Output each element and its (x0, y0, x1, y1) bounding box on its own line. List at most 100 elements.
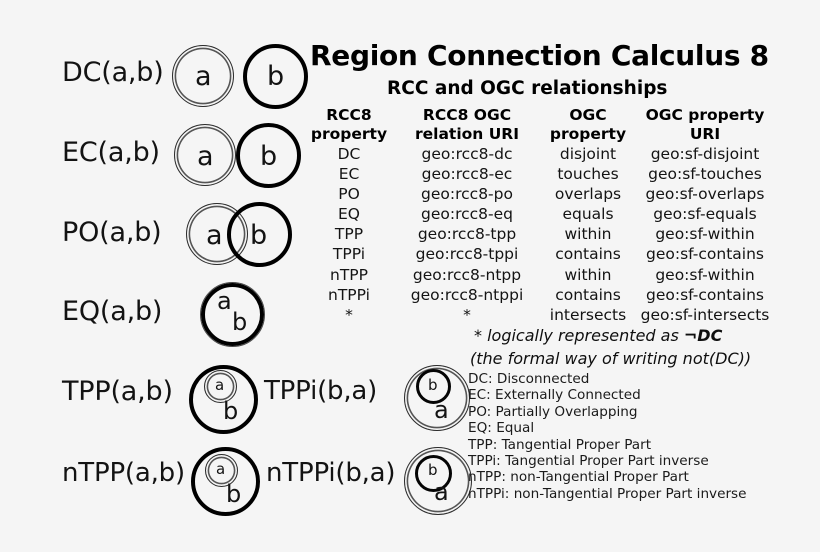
page-subtitle: RCC and OGC relationships (387, 78, 668, 99)
legend-item: EC: Externally Connected (468, 387, 641, 404)
cell-ogc-property-uri: geo:sf-equals (653, 205, 757, 224)
cell-ogc-property: disjoint (559, 145, 617, 163)
legend-item: EQ: Equal (468, 420, 535, 437)
relation-label-ntpp: nTPP(a,b) (62, 458, 185, 488)
relation-label-tppi: TPPi(b,a) (264, 376, 378, 406)
column-header-line-1: RCC8 OGC (422, 106, 512, 124)
region-a-glyph-dc: a (195, 61, 212, 92)
rcc-ogc-mapping-table: RCC8 property RCC8 OGC relation URI OGC … (300, 106, 770, 325)
cell-ogc-property: contains (555, 285, 621, 304)
table-row: PO geo:rcc8-po overlaps geo:sf-overlaps (300, 184, 770, 204)
region-b-glyph-dc: b (267, 61, 285, 92)
footnote-prefix: * logically represented as (474, 326, 684, 345)
cell-ogc-property-uri: geo:sf-intersects (640, 305, 770, 324)
region-b-circle-tpp (189, 365, 258, 434)
table-row: DC geo:rcc8-dc disjoint geo:sf-disjoint (300, 144, 770, 164)
legend-item: PO: Partially Overlapping (468, 403, 638, 420)
table-row: * * intersects geo:sf-intersects (300, 305, 770, 325)
column-header-line-1: RCC8 (326, 106, 372, 124)
relation-label-ec: EC(a,b) (62, 137, 160, 168)
relation-label-po: PO(a,b) (62, 217, 162, 248)
cell-rcc8-ogc-relation-uri: geo:rcc8-ntpp (412, 265, 522, 284)
region-a-glyph-eq: a (217, 287, 232, 315)
cell-ogc-property-uri: geo:sf-within (655, 265, 755, 284)
column-header-ogc-property-uri: OGC property URI (640, 106, 770, 144)
region-a-glyph-tppi: a (434, 396, 449, 424)
cell-rcc8-property: TPP (334, 225, 364, 244)
abbreviation-legend: DC: Disconnected EC: Externally Connecte… (468, 371, 768, 502)
legend-item: DC: Disconnected (468, 371, 590, 387)
legend-item: TPP: Tangential Proper Part (468, 436, 652, 453)
legend-item: nTPPi: non-Tangential Proper Part invers… (468, 485, 747, 502)
cell-rcc8-property: nTPPi (328, 285, 370, 304)
column-header-line-2: relation URI (414, 125, 520, 143)
cell-rcc8-ogc-relation-uri: geo:rcc8-ec (421, 165, 513, 184)
legend-item: nTPP: non-Tangential Proper Part (468, 469, 689, 486)
region-a-glyph-ntpp: a (216, 460, 226, 478)
region-a-glyph-po: a (206, 220, 223, 251)
cell-ogc-property-uri: geo:sf-touches (648, 165, 762, 184)
cell-ogc-property: overlaps (554, 185, 622, 204)
region-b-glyph-eq: b (232, 308, 248, 336)
column-header-rcc8-property: RCC8 property (300, 106, 398, 144)
cell-rcc8-property: EC (338, 165, 360, 184)
region-b-circle-dc (243, 44, 308, 109)
cell-rcc8-property: EQ (338, 205, 360, 224)
region-b-circle-tppi (416, 369, 451, 404)
legend-item: TPPi: Tangential Proper Part inverse (468, 453, 709, 470)
cell-ogc-property-uri: geo:sf-within (655, 225, 755, 244)
region-a-circle-ntppi (404, 447, 472, 515)
region-b-glyph-tpp: b (223, 397, 239, 425)
footnote-emphasis: ¬DC (683, 326, 723, 345)
table-header-row: RCC8 property RCC8 OGC relation URI OGC … (300, 106, 770, 144)
cell-ogc-property-uri: geo:sf-disjoint (650, 145, 760, 163)
region-b-circle-ec (236, 123, 301, 188)
cell-rcc8-ogc-relation-uri: geo:rcc8-ntppi (410, 285, 524, 304)
region-a-circle-eq (200, 282, 265, 347)
region-b-glyph-ntppi: b (428, 461, 438, 479)
cell-ogc-property: intersects (549, 305, 627, 324)
cell-ogc-property-uri: geo:sf-contains (646, 245, 764, 264)
region-b-circle-ntpp (191, 447, 260, 516)
cell-ogc-property: within (564, 265, 612, 284)
region-a-circle-ntpp (205, 454, 238, 487)
table-body: DC geo:rcc8-dc disjoint geo:sf-disjoint … (300, 144, 770, 325)
table-row: EC geo:rcc8-ec touches geo:sf-touches (300, 164, 770, 184)
region-a-circle-dc (172, 45, 234, 107)
region-a-glyph-ec: a (197, 141, 214, 172)
region-a-glyph-tpp: a (215, 376, 225, 394)
region-a-circle-ec (174, 124, 236, 186)
column-header-ogc-property: OGC property (536, 106, 640, 144)
region-b-circle-po (227, 202, 292, 267)
cell-rcc8-ogc-relation-uri: geo:rcc8-tpp (417, 225, 517, 244)
cell-rcc8-property: DC (337, 145, 361, 163)
table-row: nTPP geo:rcc8-ntpp within geo:sf-within (300, 265, 770, 285)
region-b-glyph-ntpp: b (226, 480, 242, 508)
cell-ogc-property: within (564, 225, 612, 244)
cell-rcc8-ogc-relation-uri: geo:rcc8-po (421, 185, 513, 204)
cell-rcc8-property: * (345, 305, 353, 324)
cell-ogc-property-uri: geo:sf-contains (646, 285, 764, 304)
cell-ogc-property-uri: geo:sf-overlaps (645, 185, 765, 204)
region-a-circle-tpp (204, 370, 237, 403)
cell-ogc-property: touches (557, 165, 619, 184)
region-b-glyph-ec: b (260, 141, 278, 172)
cell-rcc8-property: TPPi (332, 245, 366, 264)
cell-rcc8-property: PO (338, 185, 360, 204)
cell-rcc8-property: nTPP (330, 265, 368, 284)
region-a-circle-tppi (404, 365, 470, 431)
table-row: TPPi geo:rcc8-tppi contains geo:sf-conta… (300, 244, 770, 264)
column-header-rcc8-ogc-relation-uri: RCC8 OGC relation URI (398, 106, 536, 144)
column-header-line-1: OGC property (645, 106, 765, 124)
footnote-line-1: * logically represented as ¬DC (474, 328, 722, 344)
column-header-line-2: property (549, 125, 627, 143)
region-b-glyph-po: b (250, 220, 268, 251)
cell-rcc8-ogc-relation-uri: geo:rcc8-tppi (415, 245, 519, 264)
region-b-glyph-tppi: b (428, 376, 438, 394)
cell-rcc8-ogc-relation-uri: geo:rcc8-eq (421, 205, 513, 224)
relation-label-ntppi: nTPPi(b,a) (266, 458, 396, 488)
table-row: nTPPi geo:rcc8-ntppi contains geo:sf-con… (300, 285, 770, 305)
cell-ogc-property: equals (562, 205, 614, 224)
cell-ogc-property: contains (555, 245, 621, 264)
